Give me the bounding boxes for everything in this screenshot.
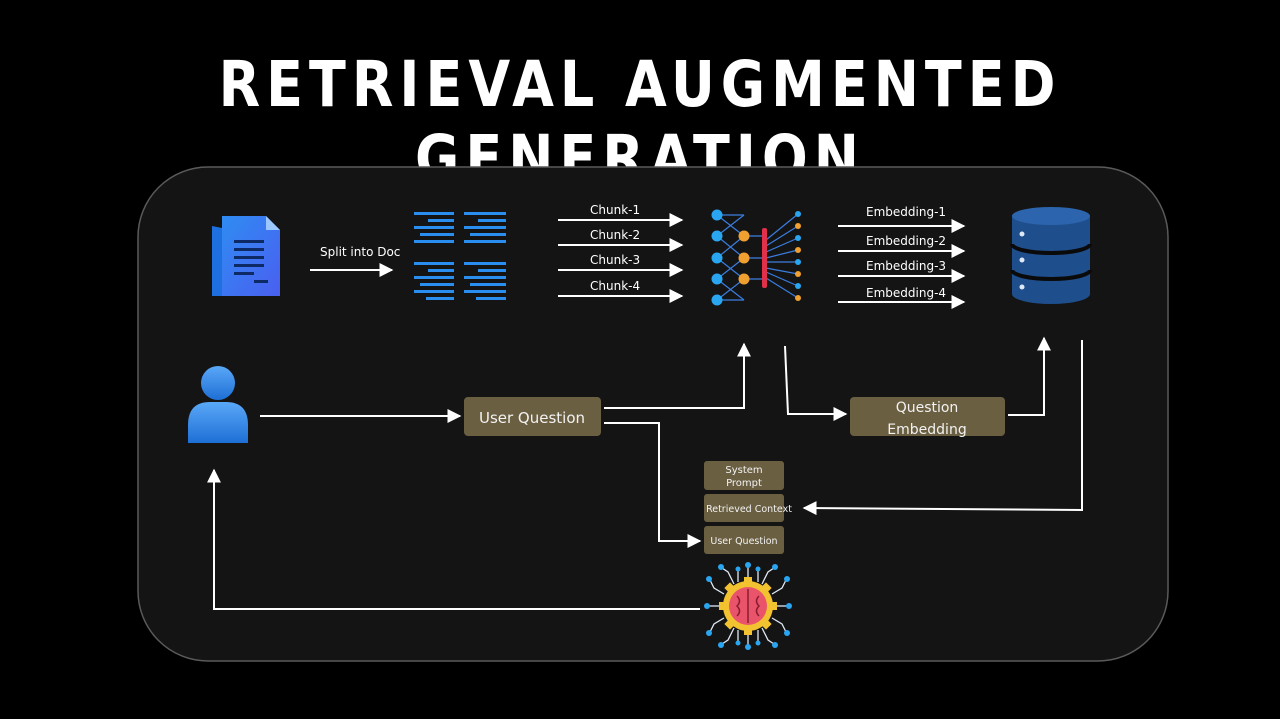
question-embedding-box: Question Embedding <box>850 397 1005 438</box>
chunk-label: Chunk-1 <box>590 203 640 217</box>
user-question-box: User Question <box>464 397 601 436</box>
question-embedding-label-line1: Question <box>896 400 959 416</box>
question-embedding-to-db-arrow <box>1008 336 1051 416</box>
embedding-label: Embedding-4 <box>866 286 946 300</box>
prompt-user-question-box: User Question <box>704 526 784 554</box>
brain-chip-icon <box>704 562 792 650</box>
page-title: RETRIEVAL AUGMENTED GENERATION <box>218 48 1062 196</box>
question-to-model-arrow <box>604 342 751 409</box>
model-to-question-embedding-arrow <box>784 345 848 421</box>
embedding-label: Embedding-3 <box>866 259 946 273</box>
neural-network-icon <box>711 209 801 306</box>
document-icon <box>212 216 280 296</box>
system-prompt-label-line1: System <box>725 465 762 476</box>
user-question-label: User Question <box>479 409 585 427</box>
question-embedding-label-line2: Embedding <box>887 422 966 438</box>
llm-to-user-arrow <box>207 468 700 610</box>
chunk-label: Chunk-4 <box>590 279 640 293</box>
question-to-prompt-arrow <box>604 422 702 548</box>
embedding-label: Embedding-1 <box>866 205 946 219</box>
database-icon <box>1010 207 1092 304</box>
user-icon <box>188 366 248 443</box>
chunk-label: Chunk-2 <box>590 228 640 242</box>
chunk-label: Chunk-3 <box>590 253 640 267</box>
system-prompt-box: System Prompt <box>704 461 784 490</box>
system-prompt-label-line2: Prompt <box>726 478 762 489</box>
diagram-panel <box>137 166 1169 662</box>
embedding-label: Embedding-2 <box>866 234 946 248</box>
db-to-context-arrow <box>802 340 1083 516</box>
prompt-user-question-label: User Question <box>710 536 777 547</box>
split-label: Split into Doc <box>320 245 400 259</box>
chunks-icon <box>414 212 506 300</box>
retrieved-context-box: Retrieved Context <box>704 494 792 522</box>
retrieved-context-label: Retrieved Context <box>706 504 792 515</box>
